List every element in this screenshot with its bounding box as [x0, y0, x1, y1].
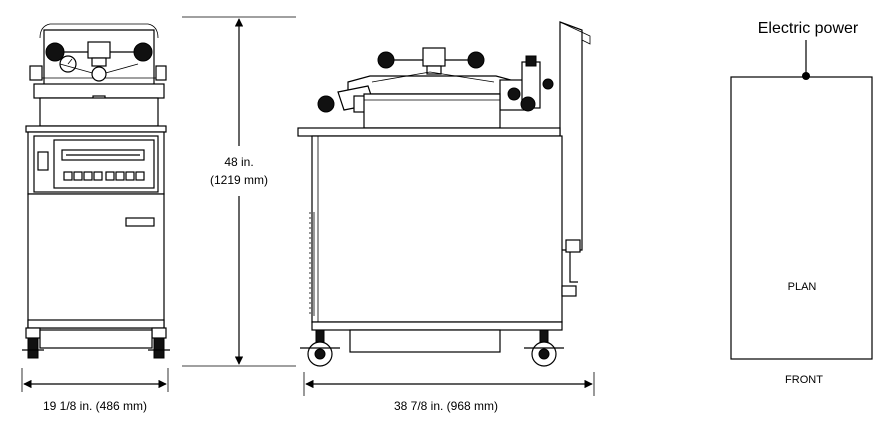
power-connection-dot	[802, 72, 810, 80]
front-label: FRONT	[785, 374, 823, 386]
height-dimension	[182, 16, 296, 367]
front-width-dimension	[21, 368, 169, 392]
control-buttons-right	[105, 171, 145, 181]
side-caster-front	[300, 329, 340, 367]
electric-power-label: Electric power	[758, 20, 859, 37]
front-view-fryer	[22, 23, 170, 359]
side-depth-dimension	[303, 372, 595, 396]
side-caster-rear	[524, 329, 564, 367]
side-depth-label: 38 7/8 in. (968 mm)	[394, 399, 498, 413]
side-view-fryer	[297, 21, 591, 367]
height-inches-label: 48 in.	[224, 155, 253, 169]
height-mm-label: (1219 mm)	[210, 173, 268, 187]
plan-view	[730, 40, 873, 360]
plan-label: PLAN	[788, 281, 817, 293]
control-buttons-left	[63, 171, 103, 181]
side-vent	[309, 212, 315, 316]
front-width-label: 19 1/8 in. (486 mm)	[43, 399, 147, 413]
